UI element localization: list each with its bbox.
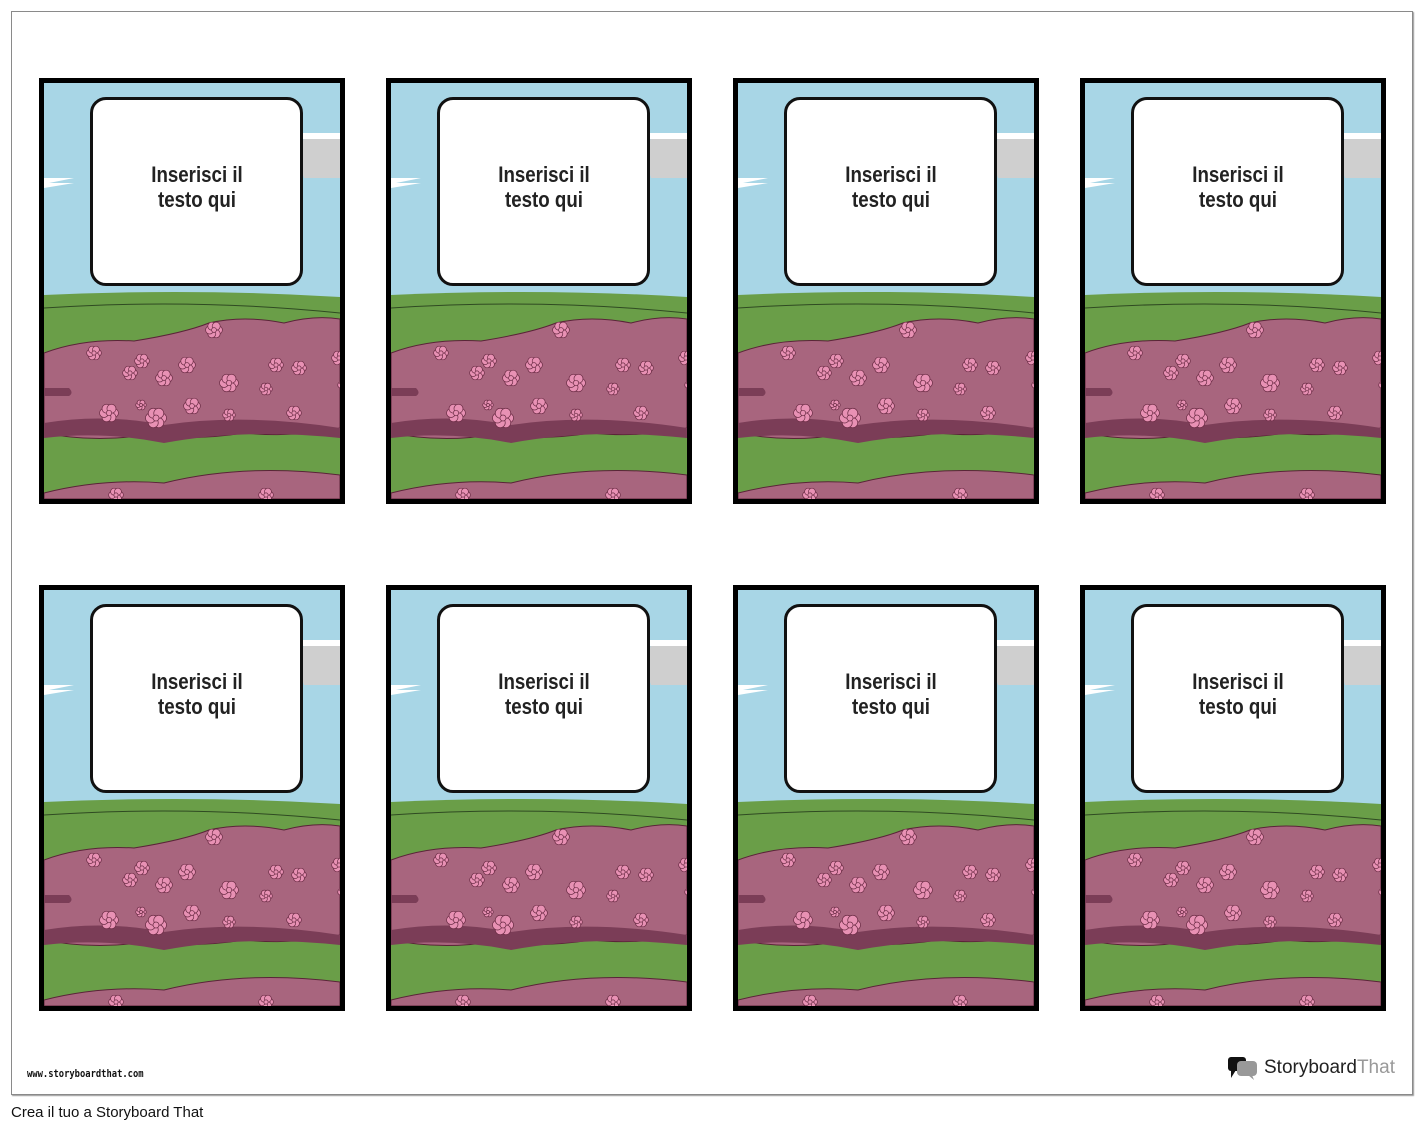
card-text[interactable]: Inserisci il testo qui <box>497 669 590 719</box>
card-text[interactable]: Inserisci il testo qui <box>150 162 243 212</box>
card-text-box[interactable]: Inserisci il testo qui <box>437 604 650 793</box>
card-text-box[interactable]: Inserisci il testo qui <box>90 97 303 286</box>
flashcard: Inserisci il testo qui <box>386 78 692 504</box>
card-text[interactable]: Inserisci il testo qui <box>844 669 937 719</box>
card-text-box[interactable]: Inserisci il testo qui <box>784 97 997 286</box>
flashcard: Inserisci il testo qui <box>386 585 692 1011</box>
flashcard: Inserisci il testo qui <box>733 78 1039 504</box>
card-text[interactable]: Inserisci il testo qui <box>1191 669 1284 719</box>
meadow-background <box>738 83 1034 499</box>
card-text[interactable]: Inserisci il testo qui <box>150 669 243 719</box>
flashcard: Inserisci il testo qui <box>733 585 1039 1011</box>
card-text[interactable]: Inserisci il testo qui <box>844 162 937 212</box>
logo-text-storyboard: Storyboard <box>1264 1057 1357 1078</box>
card-text-box[interactable]: Inserisci il testo qui <box>437 97 650 286</box>
flashcard: Inserisci il testo qui <box>1080 585 1386 1011</box>
storyboardthat-logo: StoryboardThat <box>1228 1056 1395 1080</box>
card-text-box[interactable]: Inserisci il testo qui <box>90 604 303 793</box>
logo-text-that: That <box>1356 1057 1395 1078</box>
footer-link[interactable]: Crea il tuo a Storyboard That <box>11 1104 204 1121</box>
flashcard: Inserisci il testo qui <box>39 78 345 504</box>
card-text-box[interactable]: Inserisci il testo qui <box>1131 604 1344 793</box>
card-text-box[interactable]: Inserisci il testo qui <box>1131 97 1344 286</box>
speech-bubbles-icon <box>1228 1057 1257 1080</box>
card-text-box[interactable]: Inserisci il testo qui <box>784 604 997 793</box>
watermark-url: www.storyboardthat.com <box>27 1067 144 1080</box>
flashcard: Inserisci il testo qui <box>1080 78 1386 504</box>
card-text[interactable]: Inserisci il testo qui <box>1191 162 1284 212</box>
flashcard: Inserisci il testo qui <box>39 585 345 1011</box>
card-text[interactable]: Inserisci il testo qui <box>497 162 590 212</box>
